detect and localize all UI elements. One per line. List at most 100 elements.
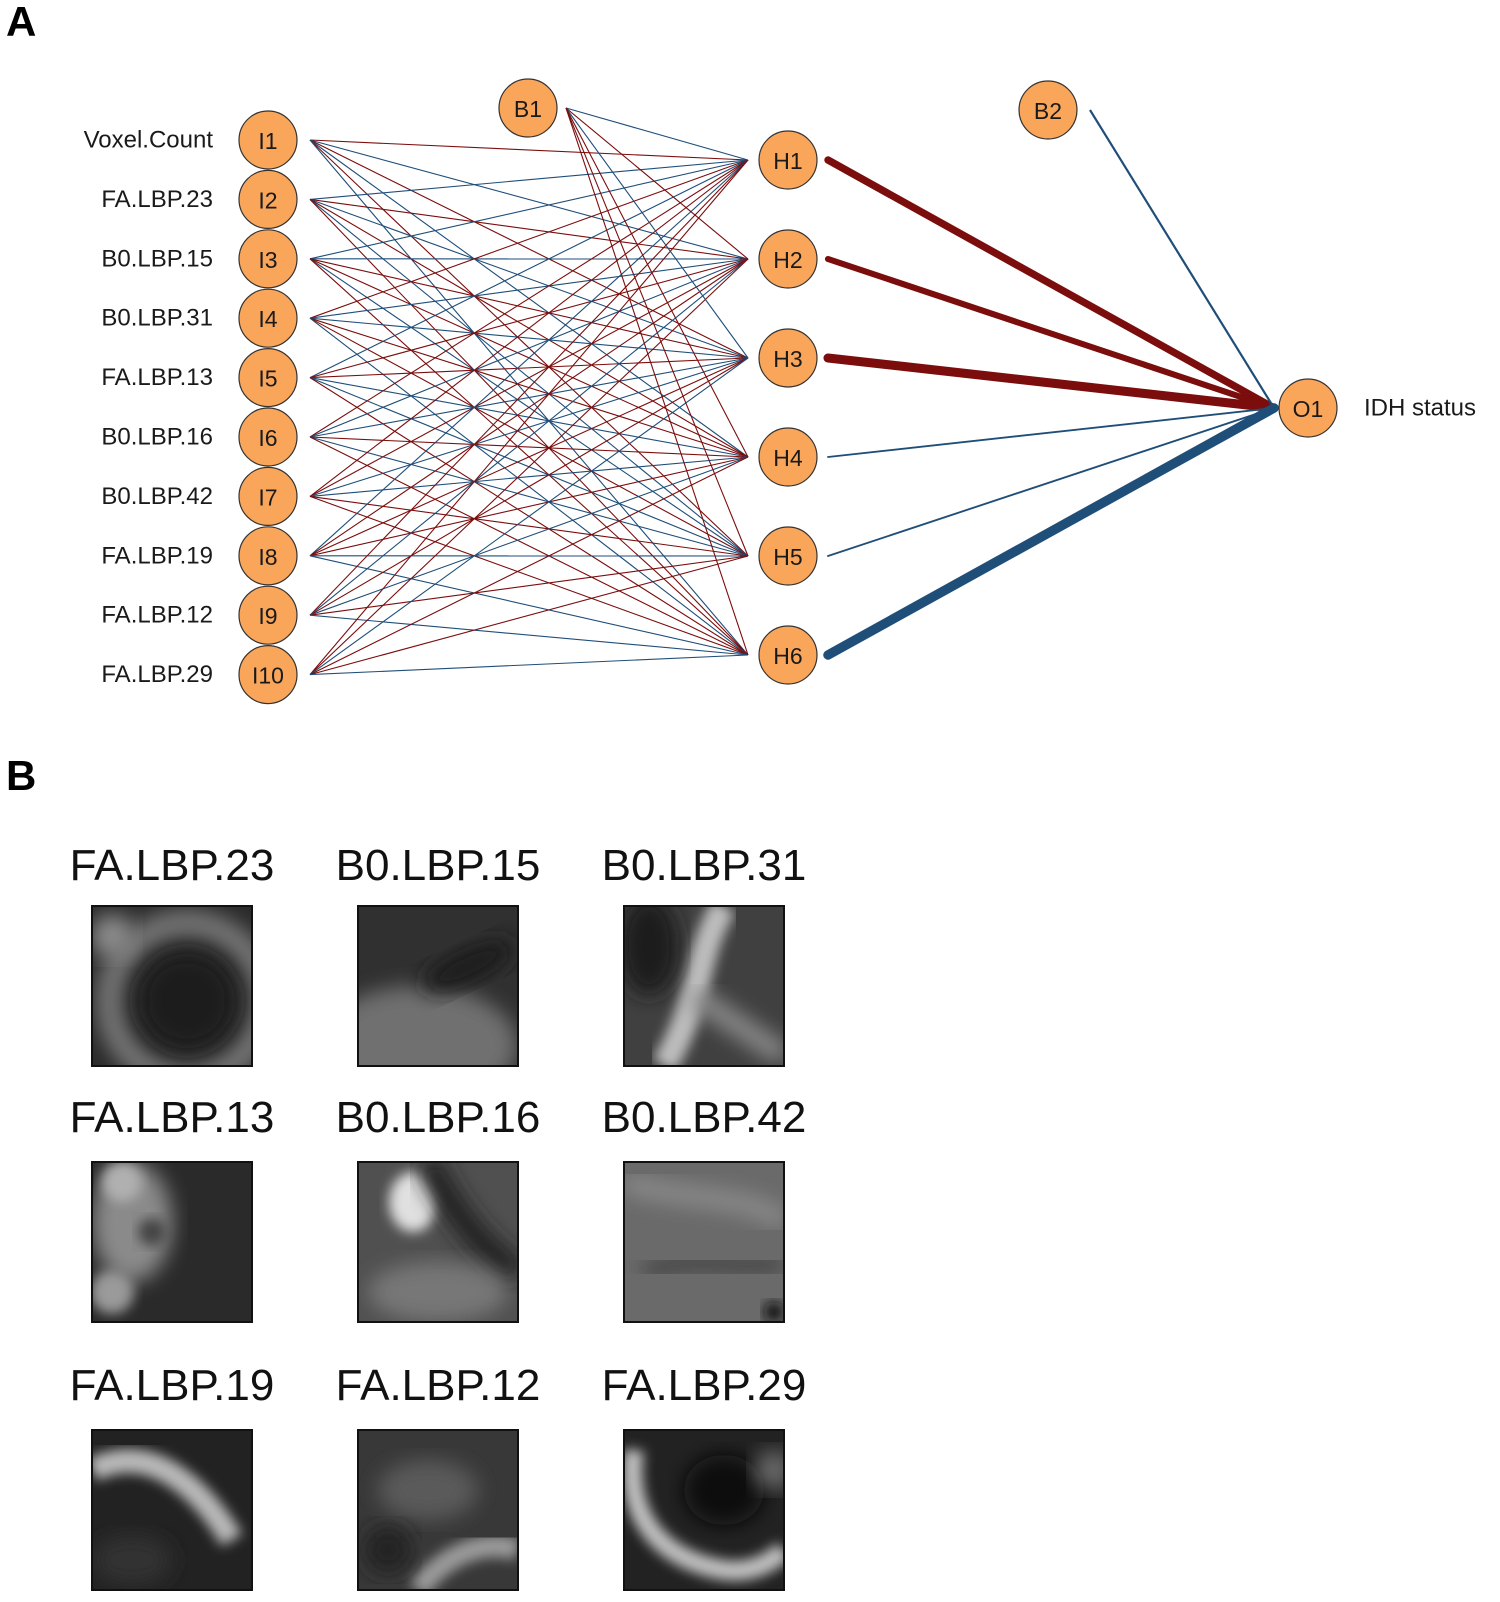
edge-I9-H2 xyxy=(309,258,749,616)
edge-I4-H1 xyxy=(309,159,749,319)
edge-H1-O1 xyxy=(824,156,1278,412)
node-circle xyxy=(238,229,298,289)
patch-image xyxy=(92,1430,252,1590)
patch-image xyxy=(358,1430,518,1590)
node-circle xyxy=(238,407,298,467)
patch-image xyxy=(358,906,518,1066)
edge-I6-H1 xyxy=(309,159,749,438)
patch-title: B0.LBP.42 xyxy=(602,1093,807,1142)
edge-H4-O1 xyxy=(827,407,1275,458)
patch-title: B0.LBP.15 xyxy=(336,841,541,890)
edge-I1-H1 xyxy=(309,139,749,161)
edge-B1-H4 xyxy=(565,107,749,458)
node-id: B1 xyxy=(514,96,542,122)
input-label: FA.LBP.12 xyxy=(101,602,213,629)
patch-frame xyxy=(357,1161,519,1323)
edge-B1-H2 xyxy=(565,107,749,260)
node-o1: O1 xyxy=(1278,378,1338,438)
panel-a-letter: A xyxy=(6,0,36,45)
edge-I8-H6 xyxy=(309,555,749,656)
edge-I4-H3 xyxy=(309,317,749,359)
edge-B1-H1 xyxy=(565,107,749,161)
node-circle xyxy=(498,78,558,138)
texture-patch xyxy=(357,1429,519,1591)
node-b2: B2 xyxy=(1018,80,1078,140)
node-circle xyxy=(238,110,298,170)
node-i9: I9 xyxy=(238,585,298,645)
edge-B1-H3 xyxy=(565,107,749,359)
patch-frame xyxy=(91,1429,253,1591)
network-labels: Voxel.CountFA.LBP.23B0.LBP.15B0.LBP.31FA… xyxy=(84,127,214,689)
node-id: H2 xyxy=(773,247,802,273)
node-i4: I4 xyxy=(238,288,298,348)
panel-b-letter: B xyxy=(6,752,36,799)
edge-I7-H4 xyxy=(309,456,749,497)
patch-title: FA.LBP.19 xyxy=(70,1361,275,1410)
patch-frame xyxy=(357,905,519,1067)
node-h6: H6 xyxy=(758,625,818,685)
input-label: FA.LBP.29 xyxy=(101,661,213,688)
edge-I1-H2 xyxy=(309,139,749,260)
edge-I10-H5 xyxy=(309,555,749,676)
node-id: H5 xyxy=(773,544,802,570)
patch-frame xyxy=(91,1161,253,1323)
node-id: I4 xyxy=(258,306,277,332)
edge-H5-O1 xyxy=(827,407,1275,557)
node-id: I10 xyxy=(252,663,284,689)
edge-I8-H4 xyxy=(309,456,749,557)
node-id: B2 xyxy=(1034,98,1062,124)
edge-I9-H6 xyxy=(309,614,749,656)
node-id: I6 xyxy=(258,425,277,451)
node-circle xyxy=(758,130,818,190)
node-h2: H2 xyxy=(758,229,818,289)
node-id: I3 xyxy=(258,247,277,273)
node-circle xyxy=(758,625,818,685)
node-id: I9 xyxy=(258,603,277,629)
patch-title: FA.LBP.23 xyxy=(70,841,275,890)
patch-frame xyxy=(357,1429,519,1591)
node-id: I7 xyxy=(258,484,277,510)
patch-frame xyxy=(623,1161,785,1323)
edge-I1-H3 xyxy=(309,139,749,359)
edge-I8-H1 xyxy=(309,159,749,557)
edge-I5-H3 xyxy=(309,357,749,379)
node-i7: I7 xyxy=(238,466,298,526)
node-circle xyxy=(1018,80,1078,140)
node-circle xyxy=(238,644,298,705)
input-label: B0.LBP.42 xyxy=(101,483,213,510)
edge-H6-O1 xyxy=(823,403,1279,660)
patch-frame xyxy=(91,905,253,1067)
node-i2: I2 xyxy=(238,169,298,229)
node-i3: I3 xyxy=(238,229,298,289)
edge-I10-H4 xyxy=(309,456,749,676)
node-id: O1 xyxy=(1293,396,1324,422)
edge-I6-H2 xyxy=(309,258,749,438)
node-i10: I10 xyxy=(238,644,298,705)
node-circle xyxy=(238,526,298,586)
patch-image xyxy=(624,906,784,1066)
edge-I9-H3 xyxy=(309,357,749,616)
node-id: I5 xyxy=(258,366,277,392)
texture-patch xyxy=(357,1161,519,1323)
texture-patch xyxy=(357,905,519,1067)
patch-image xyxy=(624,1162,784,1322)
input-label: B0.LBP.31 xyxy=(101,305,213,332)
node-circle xyxy=(238,348,298,408)
node-h4: H4 xyxy=(758,427,818,487)
edge-I4-H2 xyxy=(309,258,749,319)
node-id: H3 xyxy=(773,346,802,372)
texture-patch xyxy=(91,1429,253,1591)
node-circle xyxy=(238,466,298,526)
node-circle xyxy=(238,585,298,645)
node-b1: B1 xyxy=(498,78,558,138)
edge-I8-H3 xyxy=(309,357,749,557)
patch-image xyxy=(624,1430,784,1590)
node-id: H4 xyxy=(773,445,803,471)
edge-H3-O1 xyxy=(823,353,1279,413)
edge-I2-H3 xyxy=(309,198,749,359)
edge-I9-H5 xyxy=(309,555,749,616)
node-i6: I6 xyxy=(238,407,298,467)
edge-I6-H4 xyxy=(309,436,749,458)
node-circle xyxy=(1278,378,1338,438)
input-label: FA.LBP.23 xyxy=(101,186,213,213)
